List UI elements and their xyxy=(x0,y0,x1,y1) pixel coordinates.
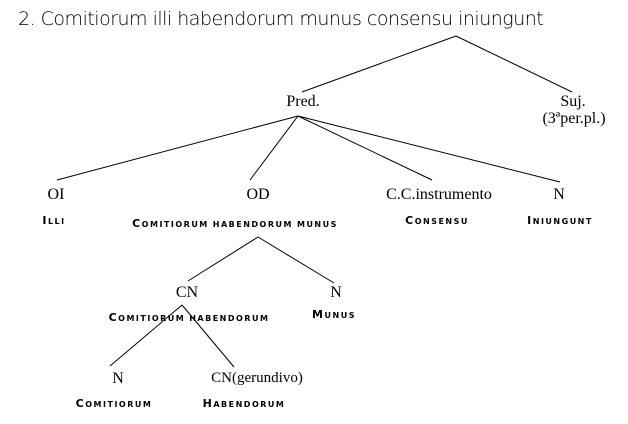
word-iniungunt: Iniungunt xyxy=(527,214,593,227)
edge-pred-od xyxy=(249,115,299,181)
word-comitiorum: Comitiorum xyxy=(108,311,186,324)
node-cn: CN xyxy=(175,284,199,301)
word-comitiorum: Comitiorum xyxy=(132,217,209,230)
node-suj: Suj. xyxy=(560,93,586,110)
phrase-cn: Comitiorum habendorum xyxy=(109,308,270,326)
node-n-munus: N xyxy=(330,284,342,301)
node-cn-gerundivo: CN(gerundivo) xyxy=(211,370,303,386)
word-comitiorum-leaf: Comitiorum xyxy=(75,397,153,410)
edge-pred-oi xyxy=(56,115,299,181)
word-munus: Munus xyxy=(312,308,356,321)
word-habendorum: habendorum xyxy=(212,217,293,230)
edge-od-cn xyxy=(187,236,259,282)
edge-root-suj xyxy=(455,35,573,93)
edge-od-n xyxy=(257,236,335,284)
word-consensu: Consensu xyxy=(405,214,469,227)
edge-pred-cc xyxy=(297,115,433,181)
edge-cn-cngerundivo xyxy=(181,304,235,368)
node-pred: Pred. xyxy=(286,93,320,110)
edge-pred-n xyxy=(297,115,561,183)
node-od: OD xyxy=(246,186,270,203)
node-cc-instrumento: C.C.instrumento xyxy=(386,186,492,203)
edge-cn-n xyxy=(109,304,183,367)
word-illi: Illi xyxy=(42,214,66,227)
word-habendorum: habendorum xyxy=(189,311,270,324)
sentence-title: 2. Comitiorum illi habendorum munus cons… xyxy=(18,8,544,30)
node-oi: OI xyxy=(47,186,65,203)
word-munus: munus xyxy=(296,217,338,230)
phrase-od: Comitiorum habendorum munus xyxy=(132,214,338,232)
node-n-comitiorum: N xyxy=(112,370,124,387)
word-habendorum-leaf: Habendorum xyxy=(202,397,286,410)
edge-root-pred xyxy=(301,35,457,93)
node-suj-note: (3ªper.pl.) xyxy=(542,110,606,127)
node-n: N xyxy=(553,186,565,203)
